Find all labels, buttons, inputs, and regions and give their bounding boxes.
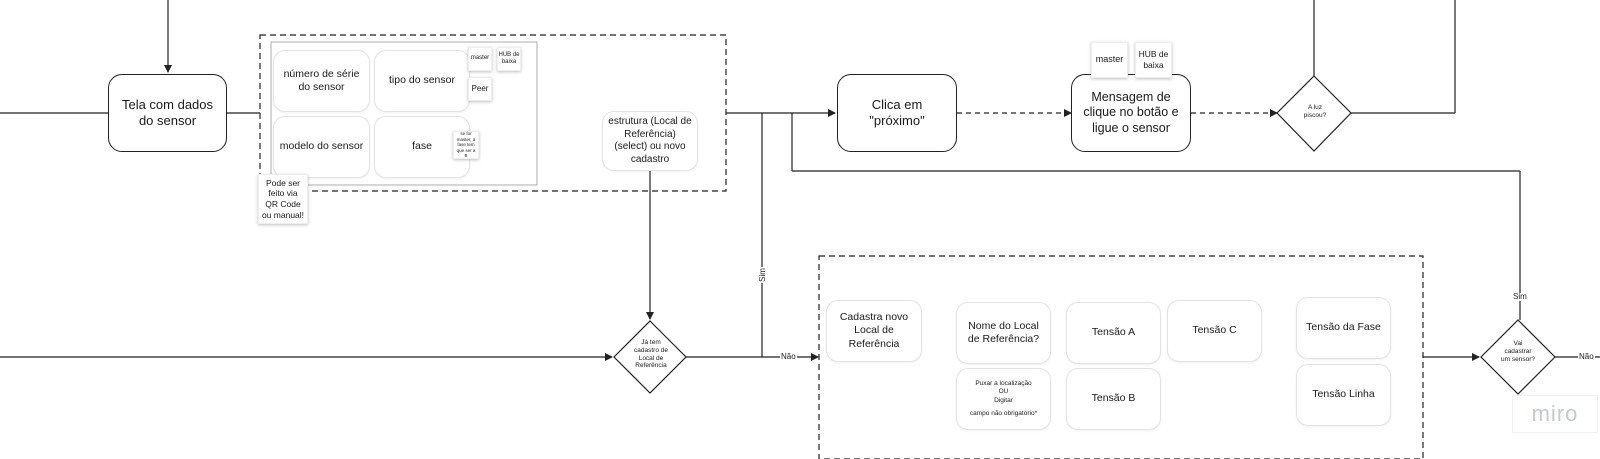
puxar-loc-line1: Puxar a localização — [975, 380, 1032, 388]
master-sticky-small[interactable]: master — [468, 47, 492, 71]
tensao-a-node[interactable]: Tensão A — [1066, 302, 1161, 364]
tipo-sensor-node[interactable]: tipo do sensor — [374, 50, 470, 112]
hub-sticky-small-text: HUB de baixa — [498, 51, 520, 66]
modelo-sensor-node[interactable]: modelo do sensor — [273, 116, 370, 178]
estrutura-label: estrutura (Local de Referência) (select)… — [608, 116, 692, 165]
tensao-a-label: Tensão A — [1091, 326, 1136, 339]
fase-note-sticky[interactable]: se for master, a fase tem que ser a B — [453, 131, 479, 159]
tensao-fase-node[interactable]: Tensão da Fase — [1296, 297, 1391, 359]
numero-serie-node[interactable]: número de série do sensor — [273, 50, 370, 112]
vai-cadastrar-decision — [1480, 319, 1556, 395]
vai-cadastrar-label: Vai cadastrar um sensor? — [1501, 340, 1535, 363]
master-sticky-big[interactable]: master — [1091, 42, 1128, 78]
qr-code-sticky[interactable]: Pode ser feito via QR Code ou manual! — [258, 174, 308, 224]
peer-sticky-text: Peer — [471, 84, 489, 93]
puxar-localizacao-node[interactable]: Puxar a localização OU Digitar campo não… — [956, 368, 1051, 430]
tensao-b-label: Tensão B — [1091, 392, 1136, 405]
master-sticky-small-text: master — [470, 55, 490, 62]
clica-proximo-node[interactable]: Clica em "próximo" — [837, 74, 957, 152]
puxar-loc-line2: OU — [998, 388, 1009, 396]
fase-note-text: se for master, a fase tem que ser a B — [456, 130, 476, 159]
master-sticky-big-text: master — [1095, 54, 1124, 65]
nome-local-node[interactable]: Nome do Local de Referência? — [956, 302, 1051, 364]
ja-tem-cadastro-label: Já tem cadastro de Local de Referência — [634, 339, 668, 370]
cadastra-local-node[interactable]: Cadastra novo Local de Referência — [826, 300, 922, 362]
tipo-sensor-label: tipo do sensor — [389, 74, 455, 87]
mensagem-label: Mensagem de clique no botão e ligue o se… — [1083, 89, 1179, 135]
puxar-loc-line4: campo não obrigatório* — [969, 409, 1038, 417]
luz-piscou-decision — [1276, 75, 1352, 152]
sensor-fields-inner-frame — [270, 41, 538, 186]
modelo-sensor-label: modelo do sensor — [279, 140, 364, 153]
tensao-b-node[interactable]: Tensão B — [1066, 368, 1161, 430]
puxar-loc-line3: Digitar — [994, 396, 1013, 404]
miro-logo: miro — [1512, 395, 1598, 433]
nao-middle-label: Não — [780, 352, 797, 361]
tensao-linha-node[interactable]: Tensão Linha — [1296, 364, 1391, 426]
mensagem-node[interactable]: Mensagem de clique no botão e ligue o se… — [1071, 74, 1191, 152]
sim-right-label: Sim — [1512, 292, 1528, 301]
estrutura-node[interactable]: estrutura (Local de Referência) (select)… — [602, 111, 698, 171]
ja-tem-cadastro-decision — [613, 320, 687, 394]
nao-right-label: Não — [1578, 352, 1595, 361]
qr-code-text: Pode ser feito via QR Code ou manual! — [261, 177, 305, 220]
tensao-linha-label: Tensão Linha — [1312, 388, 1375, 401]
miro-logo-text: miro — [1531, 401, 1579, 426]
hub-sticky-big-text: HUB de baixa — [1138, 49, 1169, 70]
tensao-fase-label: Tensão da Fase — [1306, 321, 1381, 334]
hub-sticky-big[interactable]: HUB de baixa — [1135, 42, 1172, 78]
nome-local-label: Nome do Local de Referência? — [967, 319, 1040, 345]
sim-vertical-label: Sim — [757, 267, 767, 283]
tensao-c-label: Tensão C — [1192, 324, 1237, 337]
numero-serie-label: número de série do sensor — [283, 67, 360, 93]
tela-dados-node[interactable]: Tela com dados do sensor — [108, 74, 227, 152]
peer-sticky[interactable]: Peer — [468, 77, 492, 101]
fase-label: fase — [412, 140, 432, 153]
luz-piscou-label: A luz piscou? — [1303, 104, 1327, 119]
tensao-c-node[interactable]: Tensão C — [1167, 300, 1262, 362]
clica-proximo-label: Clica em "próximo" — [869, 96, 925, 128]
tela-dados-label: Tela com dados do sensor — [121, 96, 214, 128]
cadastra-local-label: Cadastra novo Local de Referência — [839, 311, 909, 350]
hub-sticky-small[interactable]: HUB de baixa — [497, 47, 521, 71]
